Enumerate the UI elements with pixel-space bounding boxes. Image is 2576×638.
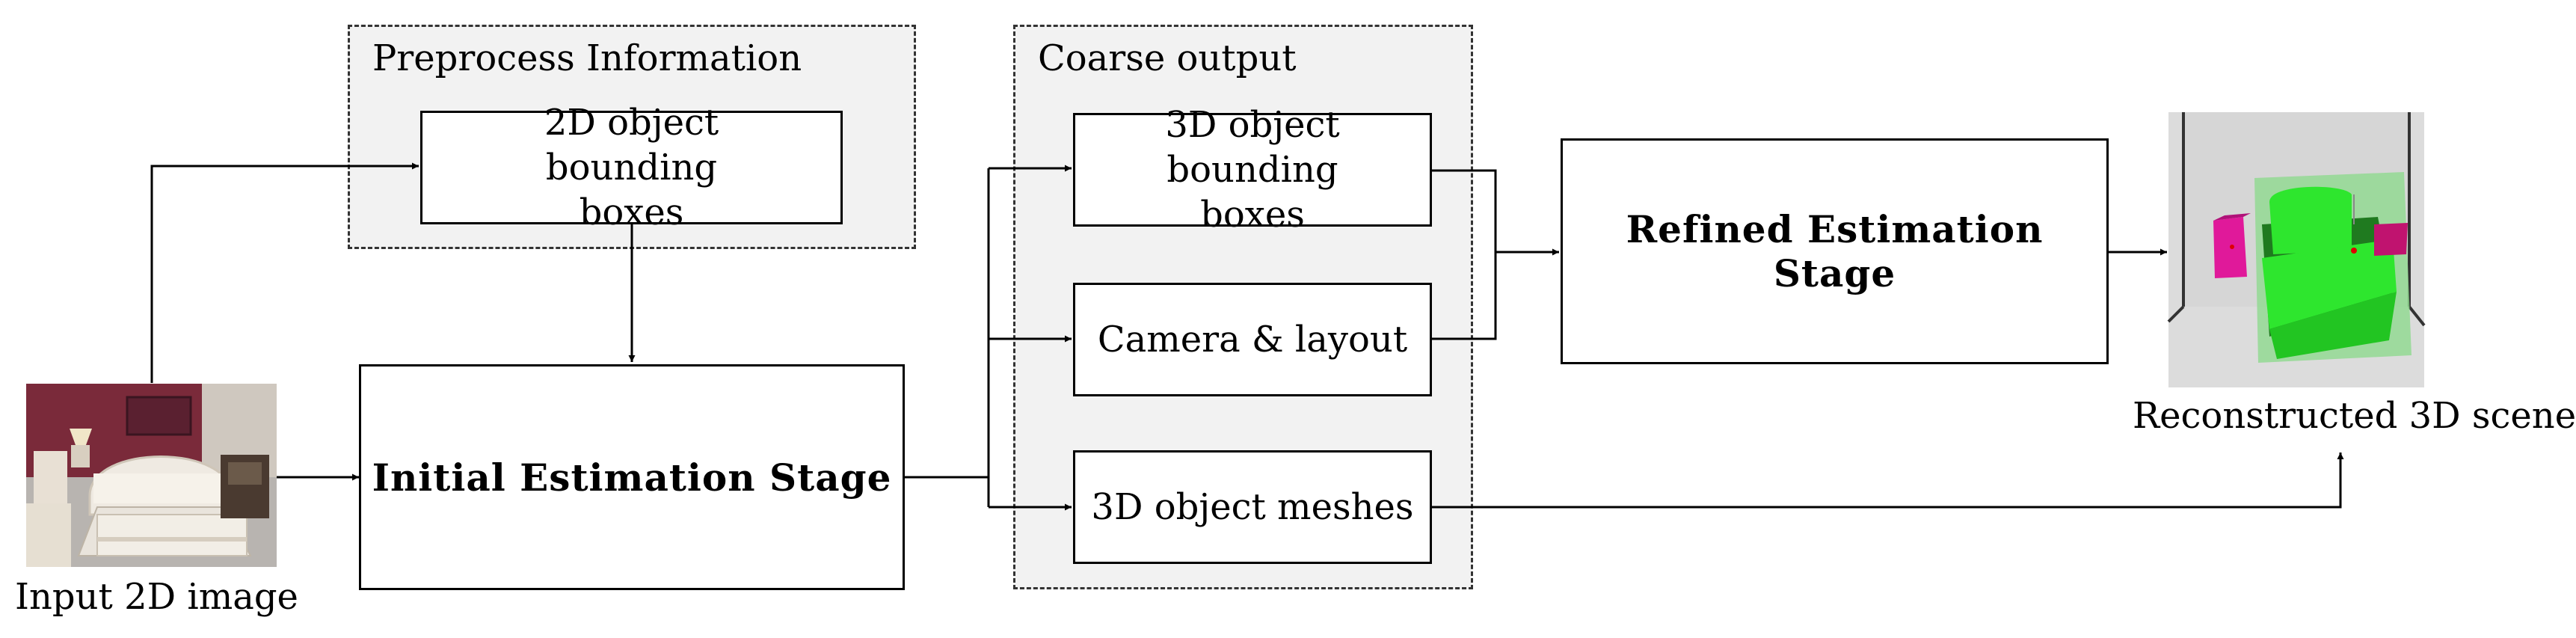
- refined-estimation-label: Refined Estimation Stage: [1626, 207, 2044, 295]
- preprocess-group-title: Preprocess Information: [372, 37, 802, 79]
- merge-line: [1432, 169, 1497, 340]
- initial-estimation-box: Initial Estimation Stage: [359, 364, 905, 590]
- bbox3d-label: 3D object bounding boxes: [1165, 104, 1340, 236]
- meshes-box: 3D object meshes: [1073, 450, 1432, 564]
- input-image-thumbnail: [26, 384, 277, 567]
- output-scene-caption: Reconstructed 3D scene: [2133, 395, 2576, 437]
- arrow-meshes-to-scene: [1432, 453, 2344, 509]
- refined-estimation-box: Refined Estimation Stage: [1561, 138, 2109, 364]
- reconstructed-scene-icon: [2167, 112, 2426, 387]
- arrow-input-to-bbox2d: [150, 162, 419, 383]
- coarse-output-group-title: Coarse output: [1038, 37, 1297, 79]
- bedroom-photo-icon: [26, 384, 277, 567]
- output-scene-thumbnail: [2167, 112, 2426, 387]
- bbox2d-label: 2D object bounding boxes: [544, 102, 719, 233]
- bbox3d-box: 3D object bounding boxes: [1073, 104, 1432, 236]
- bbox2d-box: 2D object bounding boxes: [420, 102, 843, 233]
- camera-layout-label: Camera & layout: [1097, 319, 1408, 361]
- input-image-caption: Input 2D image: [15, 576, 298, 618]
- camera-layout-box: Camera & layout: [1073, 283, 1432, 396]
- initial-estimation-label: Initial Estimation Stage: [372, 455, 892, 500]
- meshes-label: 3D object meshes: [1091, 486, 1414, 528]
